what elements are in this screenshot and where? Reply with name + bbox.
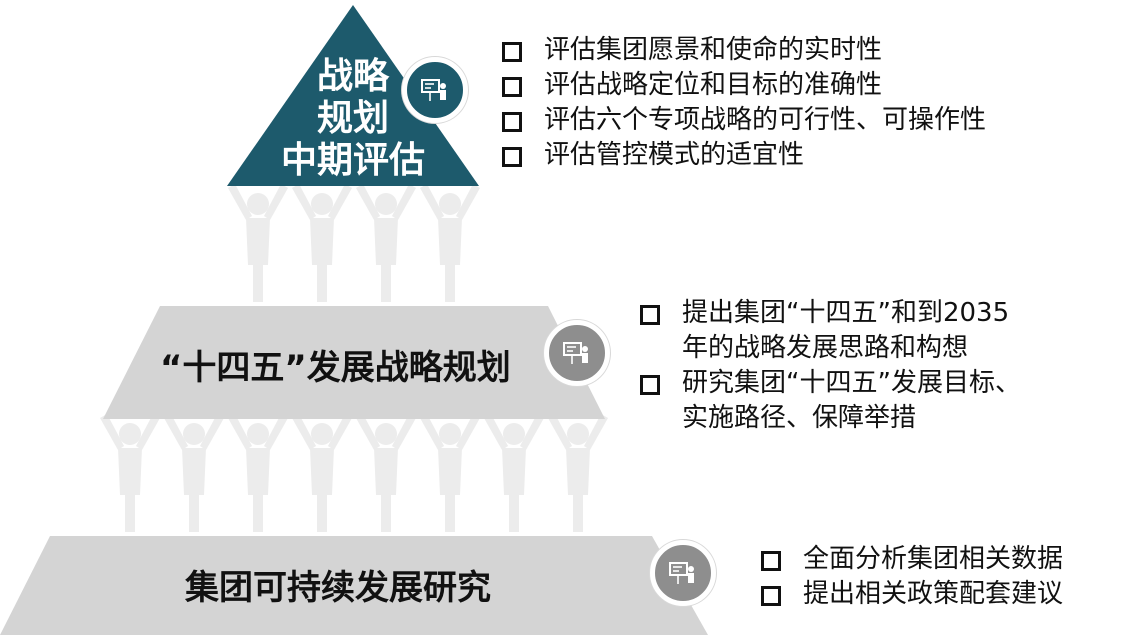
checkbox-square-icon [640, 375, 660, 395]
list-item-text: 实施路径、保障举措 [682, 403, 917, 433]
bottom-banner [0, 536, 708, 635]
checkbox-square-icon [640, 305, 660, 325]
bottom-points-list: 全面分析集团相关数据 提出相关政策配套建议 [757, 542, 1063, 612]
checkbox-square-icon [502, 77, 522, 97]
list-item: 评估战略定位和目标的准确性 [498, 68, 986, 103]
presentation-icon [563, 342, 588, 364]
list-item-text: 评估六个专项战略的可行性、可操作性 [544, 105, 987, 135]
people-row-top [228, 184, 480, 302]
checkbox-square-icon [502, 42, 522, 62]
list-item-text: 提出相关政策配套建议 [803, 579, 1064, 609]
middle-banner [103, 306, 605, 419]
list-item: 评估六个专项战略的可行性、可操作性 [498, 103, 986, 138]
checkbox-square-icon [502, 147, 522, 167]
list-item-text: 年的战略发展思路和构想 [682, 333, 969, 363]
checkbox-square-icon [502, 112, 522, 132]
list-item: 评估管控模式的适宜性 [498, 138, 986, 173]
apex-title-line: 中期评估 [280, 140, 425, 181]
presentation-icon [669, 562, 694, 584]
people-row-middle [100, 414, 608, 532]
apex-title-line: 战略 [316, 56, 389, 97]
list-item: 研究集团“十四五”发展目标、实施路径、保障举措 [636, 366, 1021, 436]
list-item: 提出相关政策配套建议 [757, 577, 1063, 612]
list-item: 全面分析集团相关数据 [757, 542, 1063, 577]
list-item: 评估集团愿景和使命的实时性 [498, 33, 986, 68]
list-item-text: 提出集团“十四五”和到2035 [682, 298, 1010, 328]
top-points-list: 评估集团愿景和使命的实时性 评估战略定位和目标的准确性 评估六个专项战略的可行性… [498, 33, 986, 173]
list-item-text: 全面分析集团相关数据 [803, 544, 1064, 574]
apex-triangle [227, 5, 479, 186]
checkbox-square-icon [761, 586, 781, 606]
checkbox-square-icon [761, 551, 781, 571]
middle-presentation-badge [544, 320, 610, 386]
apex-title: 战略 规划 中期评估 [263, 56, 443, 182]
list-item: 提出集团“十四五”和到2035 年的战略发展思路和构想 [636, 296, 1021, 366]
middle-banner-title: “十四五”发展战略规划 [160, 348, 511, 388]
bottom-presentation-badge [650, 540, 716, 606]
top-presentation-badge [402, 57, 468, 123]
list-item-text: 评估集团愿景和使命的实时性 [544, 35, 883, 65]
list-item-text: 评估管控模式的适宜性 [544, 140, 805, 170]
presentation-icon [421, 79, 446, 101]
bottom-banner-title: 集团可持续发展研究 [185, 568, 491, 608]
apex-title-line: 规划 [316, 98, 389, 139]
middle-points-list: 提出集团“十四五”和到2035 年的战略发展思路和构想 研究集团“十四五”发展目标… [636, 296, 1021, 436]
list-item-text: 评估战略定位和目标的准确性 [544, 70, 883, 100]
list-item-text: 研究集团“十四五”发展目标、 [682, 368, 1021, 398]
